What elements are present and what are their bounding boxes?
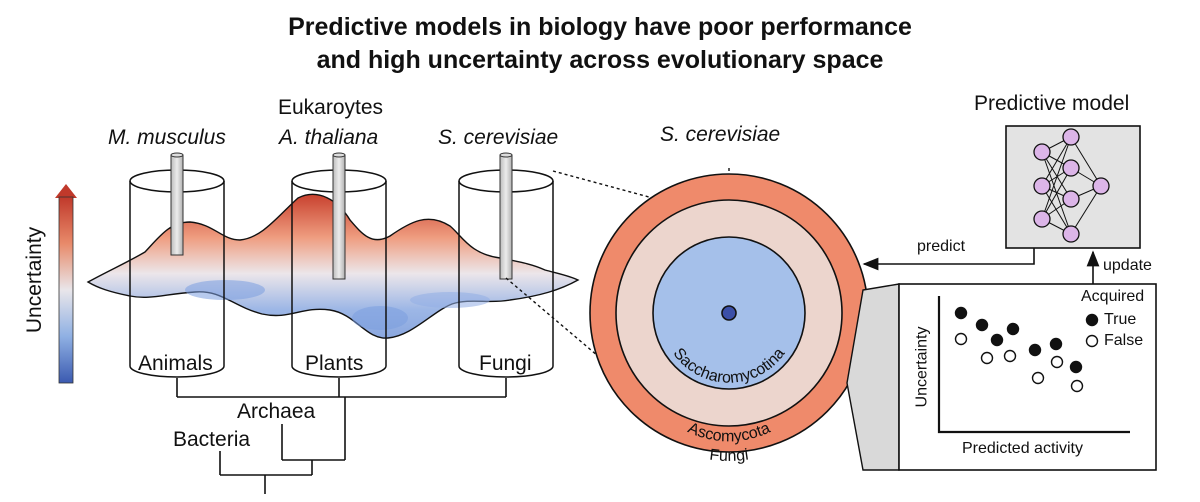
scatter-point-not-acquired	[1070, 379, 1084, 393]
nn-node	[1062, 190, 1080, 208]
archaea-label: Archaea	[237, 400, 316, 423]
nn-node	[1033, 143, 1051, 161]
nn-node	[1062, 225, 1080, 243]
cylinders-front	[129, 181, 554, 378]
scatter-point-acquired	[954, 306, 968, 320]
legend-false-marker	[1085, 334, 1099, 348]
scatter-point-not-acquired	[980, 351, 994, 365]
circle-species-label: S. cerevisiae	[660, 123, 781, 146]
eukaryotes-label: Eukaroytes	[278, 96, 384, 119]
scatter-point-acquired	[1028, 343, 1042, 357]
nn-edge	[1041, 167, 1072, 220]
legend-title: Acquired	[1081, 288, 1145, 305]
nn-node	[1033, 210, 1051, 228]
bacteria-label: Bacteria	[173, 428, 251, 451]
figure-title-line-1: Predictive models in biology have poor p…	[288, 13, 912, 41]
nn-edge	[1041, 185, 1072, 235]
scatter-point-acquired	[975, 318, 989, 332]
kingdom-label-animals: Animals	[138, 352, 213, 375]
uncertainty-arrow	[55, 184, 77, 384]
scatter-point-not-acquired	[1003, 349, 1017, 363]
species-label-arabidopsis: A. thaliana	[279, 126, 379, 149]
nn-edge	[1041, 151, 1072, 200]
scatter-point-acquired	[1049, 337, 1063, 351]
cylinder-rods	[170, 152, 513, 280]
phylogenetic-tree	[176, 378, 507, 494]
legend-true-label: True	[1104, 311, 1137, 328]
scatter-x-label: Predicted activity	[962, 440, 1083, 457]
figure-title-line-2: and high uncertainty across evolutionary…	[316, 46, 884, 74]
nn-edge	[1041, 136, 1072, 220]
legend-false-label: False	[1104, 332, 1144, 349]
kingdom-label-plants: Plants	[305, 352, 364, 375]
scatter-y-label: Uncertainty	[913, 326, 931, 408]
ring-label-fungi: Fungi	[709, 447, 750, 466]
scatter-point-not-acquired	[954, 332, 968, 346]
nn-node	[1062, 128, 1080, 146]
scatter-point-not-acquired	[1050, 355, 1064, 369]
scatter-panel	[898, 283, 1157, 471]
scatter-point-acquired	[990, 333, 1004, 347]
uncertainty-axis-label: Uncertainty	[23, 226, 47, 334]
kingdom-label-fungi: Fungi	[479, 352, 532, 375]
nn-edge	[1070, 136, 1102, 187]
predictive-model-label: Predictive model	[974, 92, 1130, 115]
taxonomy-circles	[589, 173, 869, 453]
nn-node	[1092, 177, 1110, 195]
update-label: update	[1103, 257, 1152, 274]
nn-node	[1033, 177, 1051, 195]
scatter-point-not-acquired	[1031, 371, 1045, 385]
nn-node	[1062, 159, 1080, 177]
species-label-mus-musculus: M. musculus	[108, 126, 226, 149]
nn-edge	[1041, 136, 1072, 187]
nn-edge	[1070, 185, 1102, 235]
landscape-low-regions	[185, 280, 490, 330]
species-label-s-cerevisiae: S. cerevisiae	[438, 126, 559, 149]
scatter-point-acquired	[1006, 322, 1020, 336]
predictive-model-box	[1005, 125, 1141, 249]
predict-label: predict	[917, 238, 966, 255]
legend-true-marker	[1085, 313, 1099, 327]
predict-arrow	[862, 248, 1035, 271]
scatter-point-acquired	[1069, 360, 1083, 374]
